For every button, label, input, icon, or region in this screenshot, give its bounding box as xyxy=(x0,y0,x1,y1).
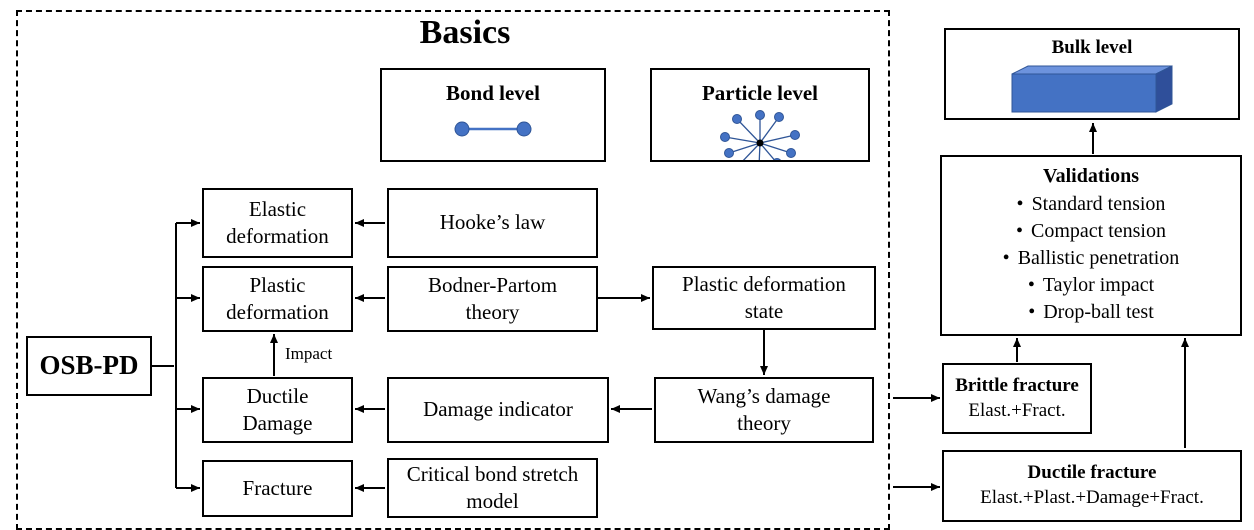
elastic-deformation-box: Elastic deformation xyxy=(202,188,353,258)
critical-line-2: model xyxy=(466,489,519,513)
plastic-line-2: deformation xyxy=(226,300,329,324)
wang-line-1: Wang’s damage xyxy=(697,383,831,408)
particle-level-box: Particle level xyxy=(650,68,870,162)
validation-item: Drop-ball test xyxy=(1003,299,1180,326)
validation-item: Taylor impact xyxy=(1003,272,1180,299)
validations-list: Standard tension Compact tension Ballist… xyxy=(1003,191,1180,326)
bodner-line-1: Bodner-Partom xyxy=(427,272,558,297)
bulk-level-box: Bulk level xyxy=(944,28,1240,120)
bulk-block-icon xyxy=(1011,64,1173,113)
particle-level-label: Particle level xyxy=(701,81,818,105)
critical-bond-stretch-box: Critical bond stretch model xyxy=(387,458,598,518)
validation-item: Ballistic penetration xyxy=(1003,245,1180,272)
damage-indicator-label: Damage indicator xyxy=(423,397,573,422)
bulk-level-label: Bulk level xyxy=(1051,37,1133,58)
critical-line-1: Critical bond stretch xyxy=(406,461,579,486)
osb-pd-box: OSB-PD xyxy=(26,336,152,396)
wang-line-2: theory xyxy=(737,411,791,435)
state-line-1: Plastic deformation xyxy=(682,271,846,296)
ductile-damage-box: Ductile Damage xyxy=(202,377,353,443)
ductile-fracture-sub: Elast.+Plast.+Damage+Fract. xyxy=(980,487,1204,508)
brittle-title: Brittle fracture xyxy=(955,374,1079,396)
ductile-fracture-box: Ductile fracture Elast.+Plast.+Damage+Fr… xyxy=(942,450,1242,522)
bond-icon xyxy=(454,121,532,137)
brittle-fracture-box: Brittle fracture Elast.+Fract. xyxy=(942,363,1092,434)
plastic-deformation-state-box: Plastic deformation state xyxy=(652,266,876,330)
osb-pd-label: OSB-PD xyxy=(39,350,139,381)
bond-level-box: Bond level xyxy=(380,68,606,162)
impact-label: Impact xyxy=(285,344,333,363)
validation-item: Standard tension xyxy=(1003,191,1180,218)
plastic-deformation-box: Plastic deformation xyxy=(202,266,353,332)
ductile-line-1: Ductile xyxy=(246,383,309,408)
state-line-2: state xyxy=(744,299,784,323)
validations-title: Validations xyxy=(1043,165,1139,187)
ductile-fracture-title: Ductile fracture xyxy=(1027,462,1157,484)
elastic-line-1: Elastic xyxy=(248,196,307,221)
wangs-damage-theory-box: Wang’s damage theory xyxy=(654,377,874,443)
bodner-line-2: theory xyxy=(465,300,520,324)
bond-level-label: Bond level xyxy=(446,81,540,105)
plastic-line-1: Plastic xyxy=(249,272,306,297)
particle-icon xyxy=(720,110,800,160)
damage-indicator-box: Damage indicator xyxy=(387,377,609,443)
brittle-sub: Elast.+Fract. xyxy=(968,399,1066,421)
elastic-line-2: deformation xyxy=(226,224,329,248)
basics-title: Basics xyxy=(419,14,511,51)
hooke-label: Hooke’s law xyxy=(439,210,546,235)
fracture-label: Fracture xyxy=(242,475,313,500)
fracture-box: Fracture xyxy=(202,460,353,517)
bodner-partom-box: Bodner-Partom theory xyxy=(387,266,598,332)
validations-box: Validations Standard tension Compact ten… xyxy=(940,155,1242,336)
validation-item: Compact tension xyxy=(1003,218,1180,245)
hookes-law-box: Hooke’s law xyxy=(387,188,598,258)
ductile-line-2: Damage xyxy=(242,411,313,435)
